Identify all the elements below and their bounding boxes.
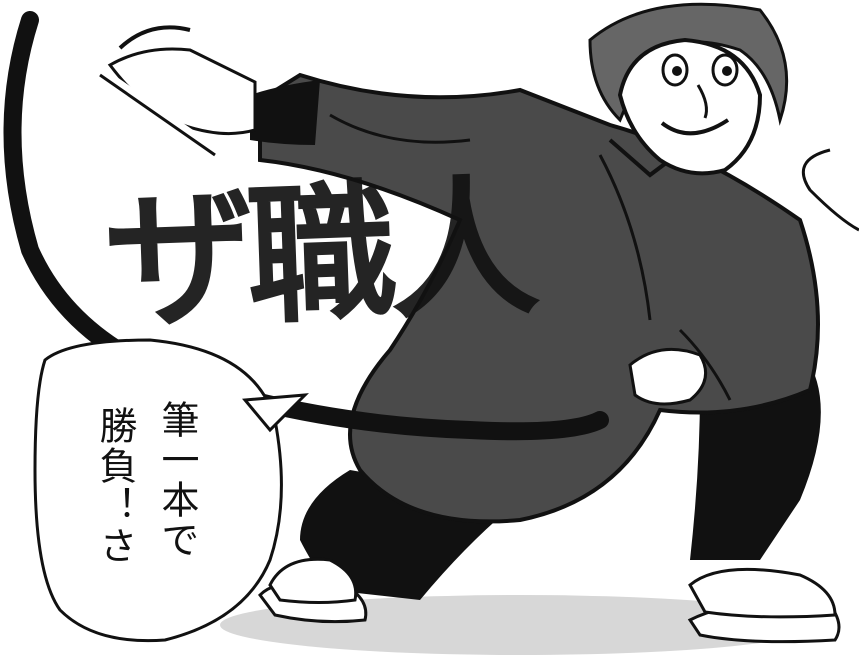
finger-top xyxy=(118,25,191,50)
nose xyxy=(696,84,708,119)
hair xyxy=(588,2,789,126)
ground-shadow xyxy=(220,595,820,655)
right-foot xyxy=(688,567,837,619)
smile xyxy=(660,118,730,136)
speech-bubble xyxy=(33,338,283,643)
robe-fold xyxy=(598,154,652,321)
speech-line-1: 筆一本で xyxy=(155,400,199,560)
speech-line-2: 勝負！さ xyxy=(93,406,137,566)
robe-fold-2 xyxy=(678,328,732,401)
sleeve-fold xyxy=(329,113,471,144)
fist xyxy=(628,347,708,406)
raised-arm xyxy=(250,80,320,145)
right-speech-bubble-edge xyxy=(801,148,859,232)
headline-title: ザ職人 xyxy=(102,159,534,351)
speech-tail xyxy=(242,393,309,433)
left-foot xyxy=(268,557,358,604)
